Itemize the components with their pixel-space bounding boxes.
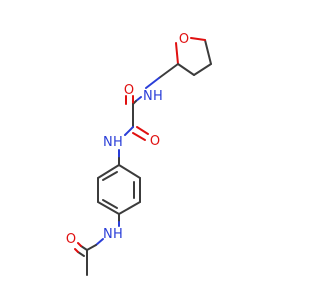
bond-c2-o2-b [132,132,146,141]
carbonyl-oxygen-2-label: O [150,134,160,149]
tetrahydrofuran-ring: O [175,32,212,76]
acetyl-oxygen-label: O [66,232,76,247]
bond-ch2-nh-top [145,77,160,89]
bond-nh-low-acetyl-c [95,238,104,246]
bond-nh-low-acetyl-c-b [86,244,97,251]
bond-ar-4-5 [97,201,120,215]
amide-hydrogen-top-label: H [153,89,163,104]
bond-c2-o2-a [136,126,149,135]
bond-thf-o-c2 [175,42,179,65]
bond-acetyl-c-o-a [80,245,88,251]
bond-acetyl-c-o-b [77,251,85,257]
bond-c2-nh-mid [124,126,134,136]
ring-oxygen-label: O [179,32,189,47]
bond-thf-c5-o [190,37,206,41]
benzene-ring [97,164,141,215]
bond-thf-c2-ch2 [158,63,179,79]
amide-nitrogen-top-label: N [143,89,153,104]
bond-ar-1-2 [118,164,141,179]
acetamide-hydrogen-label: H [113,227,123,242]
bond-ar-3-4 [118,201,141,215]
bond-thf-c3-c4 [193,63,212,76]
bond-ar-inner-c [102,171,118,181]
acetamide-nitrogen-label: N [103,227,113,242]
bond-thf-c2-c3 [177,63,195,76]
carbonyl-oxygen-1-label: O [124,83,134,98]
bond-nh-top-c1 [135,96,142,102]
bond-acetyl-c-o-a2 [77,242,82,247]
bond-thf-c4-c5 [204,39,212,65]
amide-nitrogen-mid-label: N [103,135,113,150]
molecule-structure-diagram: O N H O O N H N H [65,32,212,276]
bond-ar-6-1 [97,164,120,179]
bond-ar-inner-b [102,199,118,209]
amide-hydrogen-mid-label: H [113,135,123,150]
bond-acetyl-c-o-b2 [74,248,79,253]
